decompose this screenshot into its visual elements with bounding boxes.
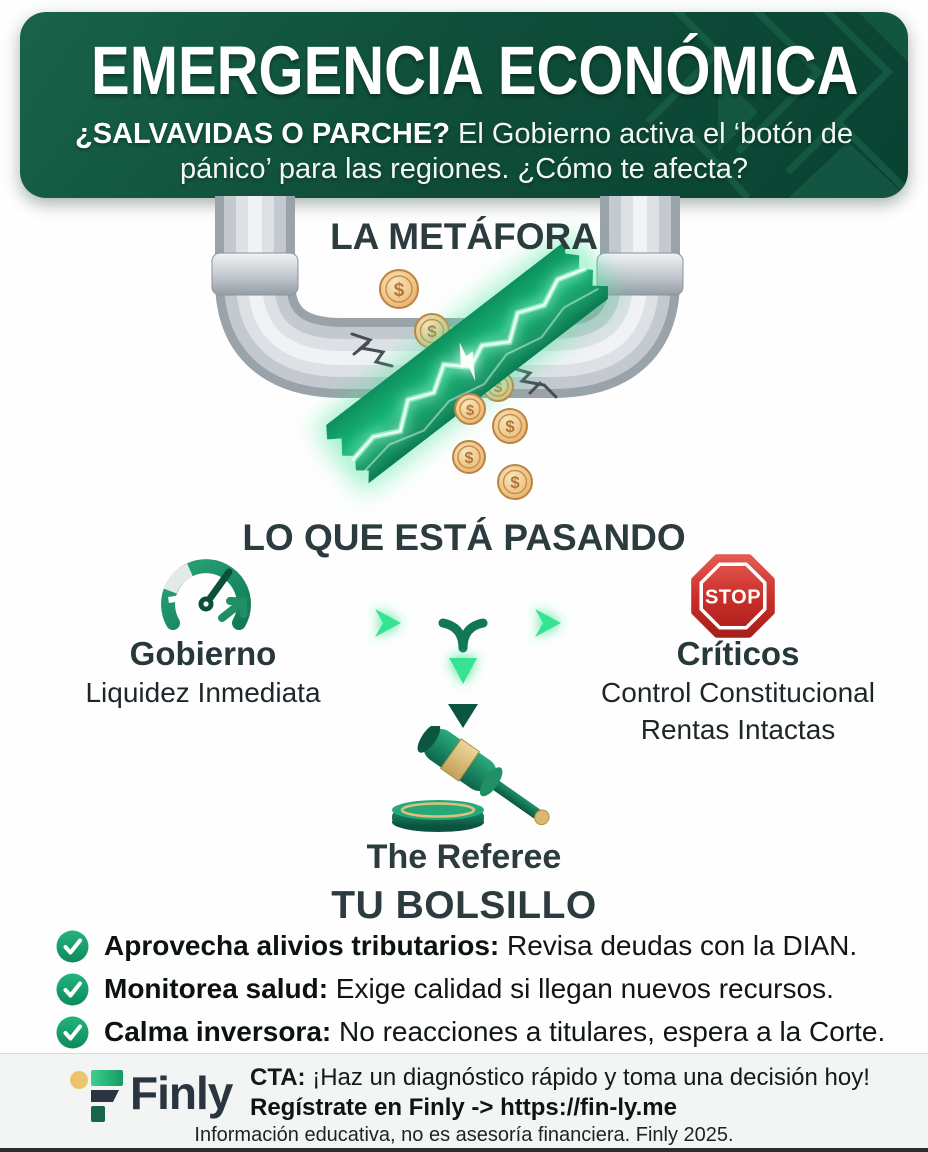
check-icon (56, 973, 89, 1006)
stop-icon: STOP (691, 554, 775, 638)
bottom-strip (0, 1148, 928, 1152)
lightning-streaks (350, 265, 599, 473)
subtitle-rest: El Gobierno activa el ‘botón de pánico’ … (180, 118, 853, 186)
pocket-checklist: Aprovecha alivios tributarios: Revisa de… (56, 929, 896, 1058)
check-item-text: Aprovecha alivios tributarios: Revisa de… (104, 930, 858, 961)
list-item: Aprovecha alivios tributarios: Revisa de… (56, 929, 896, 963)
government-block: Gobierno Liquidez Inmediata (28, 635, 378, 709)
critics-title: Críticos (676, 635, 800, 672)
coin: $ $ $ $ $ (379, 269, 533, 500)
subtitle-question: ¿SALVAVIDAS O PARCHE? (75, 118, 450, 150)
check-icon (56, 1016, 89, 1049)
flow-arrows (295, 609, 632, 728)
svg-text:$: $ (465, 450, 474, 467)
list-item: Monitorea salud: Exige calidad si llegan… (56, 972, 896, 1006)
pipe-flange-left (211, 252, 299, 296)
pipe-illustration: $ $ $ $ $ (211, 196, 684, 500)
disclaimer-text: Información educativa, no es asesoría fi… (194, 1124, 734, 1146)
pocket-heading: TU BOLSILLO (331, 884, 597, 927)
critics-line1: Control Constitucional (601, 677, 875, 709)
metaphor-heading: LA METÁFORA (330, 216, 598, 257)
gauge-icon (161, 559, 251, 630)
svg-text:STOP: STOP (705, 587, 761, 609)
brand-name: Finly (130, 1067, 233, 1119)
gavel-icon (392, 726, 550, 832)
check-icon (56, 930, 89, 963)
check-item-text: Monitorea salud: Exige calidad si llegan… (104, 973, 834, 1004)
footer-bar: Finly CTA: ¡Haz un diagnóstico rápido y … (0, 1053, 928, 1149)
check-item-text: Calma inversora: No reacciones a titular… (104, 1016, 886, 1047)
register-link[interactable]: Regístrate en Finly -> https://fin-ly.me (250, 1094, 677, 1121)
svg-text:$: $ (466, 402, 475, 419)
header-geometric-pattern (645, 12, 908, 198)
government-title: Gobierno (129, 635, 277, 672)
header-subtitle: ¿SALVAVIDAS O PARCHE? El Gobierno activa… (69, 117, 859, 188)
svg-text:$: $ (427, 322, 437, 341)
header-banner: EMERGENCIA ECONÓMICA ¿SALVAVIDAS O PARCH… (20, 12, 908, 198)
tape-patch (317, 233, 617, 491)
referee-label: The Referee (366, 838, 562, 876)
svg-text:$: $ (505, 417, 515, 436)
critics-line2: Rentas Intactas (640, 714, 836, 746)
cta-block: CTA: ¡Haz un diagnóstico rápido y toma u… (250, 1063, 870, 1123)
finly-logo-mark (70, 1070, 123, 1122)
happening-heading: LO QUE ESTÁ PASANDO (242, 517, 686, 558)
svg-text:$: $ (510, 473, 520, 492)
government-subtitle: Liquidez Inmediata (85, 677, 321, 709)
list-item: Calma inversora: No reacciones a titular… (56, 1015, 896, 1049)
svg-text:$: $ (394, 280, 405, 301)
critics-block: Críticos Control Constitucional Rentas I… (562, 635, 914, 746)
cta-line: CTA: ¡Haz un diagnóstico rápido y toma u… (250, 1064, 870, 1091)
page-title: EMERGENCIA ECONÓMICA (91, 32, 859, 109)
pipe-crack (350, 332, 558, 399)
finly-logo: Finly (68, 1062, 233, 1124)
